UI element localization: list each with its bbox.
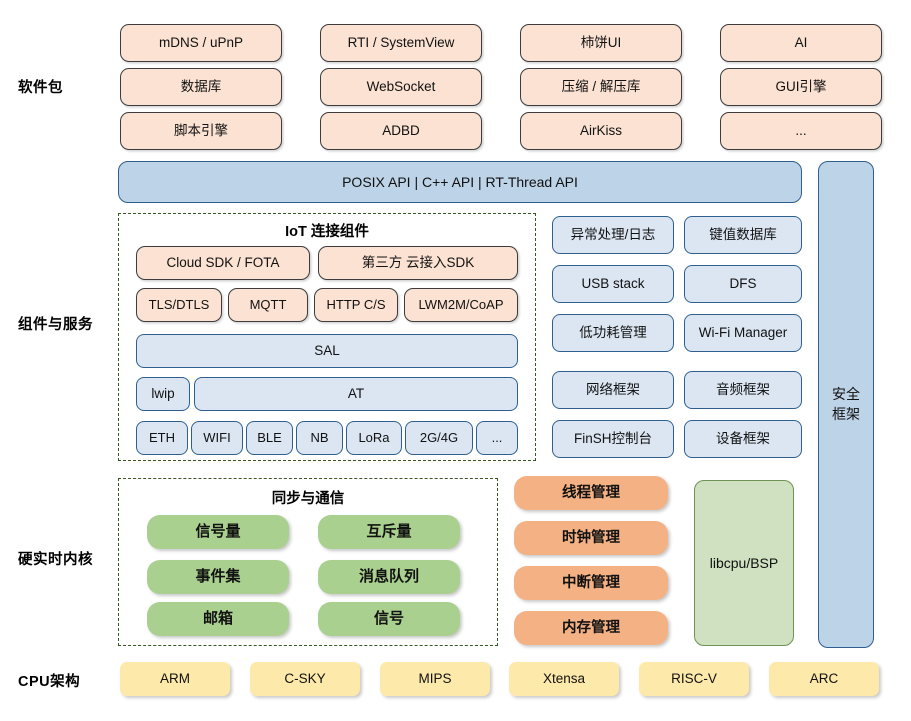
sync-communication-group-frame: [118, 478, 498, 646]
cpu-arch-box[interactable]: MIPS: [380, 662, 490, 696]
kernel-management-box[interactable]: 时钟管理: [514, 521, 668, 555]
iot-link-box[interactable]: WIFI: [191, 421, 243, 455]
kernel-ipc-box[interactable]: 互斥量: [318, 515, 460, 549]
row-label-components-services: 组件与服务: [18, 317, 93, 333]
component-box[interactable]: 低功耗管理: [552, 314, 674, 352]
iot-link-box[interactable]: ETH: [136, 421, 188, 455]
iot-connect-group-frame: [118, 213, 536, 461]
iot-sal-box[interactable]: SAL: [136, 334, 518, 368]
software-package-box[interactable]: AirKiss: [520, 112, 682, 150]
iot-link-box[interactable]: NB: [296, 421, 343, 455]
kernel-ipc-box[interactable]: 信号: [318, 602, 460, 636]
iot-link-box[interactable]: BLE: [246, 421, 293, 455]
software-package-box[interactable]: 压缩 / 解压库: [520, 68, 682, 106]
iot-lwip-box[interactable]: lwip: [136, 377, 190, 411]
component-box[interactable]: 网络框架: [552, 371, 674, 409]
kernel-management-box[interactable]: 中断管理: [514, 566, 668, 600]
row-label-cpu-architecture: CPU架构: [18, 674, 81, 690]
component-box[interactable]: FinSH控制台: [552, 420, 674, 458]
iot-protocol-box[interactable]: MQTT: [228, 288, 308, 322]
component-box[interactable]: Wi-Fi Manager: [684, 314, 802, 352]
cpu-arch-box[interactable]: C-SKY: [250, 662, 360, 696]
iot-protocol-box[interactable]: TLS/DTLS: [136, 288, 222, 322]
cpu-arch-box[interactable]: ARM: [120, 662, 230, 696]
security-framework-label-line2: 框架: [832, 405, 860, 422]
row-label-software-package: 软件包: [18, 80, 63, 96]
kernel-management-box[interactable]: 线程管理: [514, 476, 668, 510]
row-label-hard-realtime-kernel: 硬实时内核: [18, 552, 93, 568]
kernel-ipc-box[interactable]: 事件集: [147, 560, 289, 594]
software-package-box[interactable]: RTI / SystemView: [320, 24, 482, 62]
iot-connect-group-title: IoT 连接组件: [285, 224, 369, 240]
iot-link-box[interactable]: ...: [476, 421, 518, 455]
software-package-box[interactable]: ...: [720, 112, 882, 150]
software-package-box[interactable]: 数据库: [120, 68, 282, 106]
kernel-ipc-box[interactable]: 邮箱: [147, 602, 289, 636]
iot-link-box[interactable]: 2G/4G: [405, 421, 473, 455]
component-box[interactable]: DFS: [684, 265, 802, 303]
libcpu-bsp-box[interactable]: libcpu/BSP: [694, 480, 794, 646]
cpu-arch-box[interactable]: RISC-V: [639, 662, 749, 696]
software-package-box[interactable]: 脚本引擎: [120, 112, 282, 150]
software-package-box[interactable]: GUI引擎: [720, 68, 882, 106]
component-box[interactable]: 设备框架: [684, 420, 802, 458]
software-package-box[interactable]: 柿饼UI: [520, 24, 682, 62]
security-framework-bar: 安全 框架: [818, 161, 874, 648]
security-framework-label-line1: 安全: [832, 385, 860, 402]
software-package-box[interactable]: ADBD: [320, 112, 482, 150]
kernel-ipc-box[interactable]: 消息队列: [318, 560, 460, 594]
api-bar: POSIX API | C++ API | RT-Thread API: [118, 161, 802, 203]
iot-link-box[interactable]: LoRa: [346, 421, 402, 455]
iot-protocol-box[interactable]: LWM2M/CoAP: [404, 288, 518, 322]
kernel-ipc-box[interactable]: 信号量: [147, 515, 289, 549]
component-box[interactable]: USB stack: [552, 265, 674, 303]
iot-sdk-box[interactable]: Cloud SDK / FOTA: [136, 246, 310, 280]
kernel-management-box[interactable]: 内存管理: [514, 611, 668, 645]
component-box[interactable]: 异常处理/日志: [552, 216, 674, 254]
iot-sdk-box[interactable]: 第三方 云接入SDK: [318, 246, 518, 280]
cpu-arch-box[interactable]: Xtensa: [509, 662, 619, 696]
component-box[interactable]: 音频框架: [684, 371, 802, 409]
software-package-box[interactable]: mDNS / uPnP: [120, 24, 282, 62]
software-package-box[interactable]: AI: [720, 24, 882, 62]
component-box[interactable]: 键值数据库: [684, 216, 802, 254]
cpu-arch-box[interactable]: ARC: [769, 662, 879, 696]
iot-at-box[interactable]: AT: [194, 377, 518, 411]
iot-protocol-box[interactable]: HTTP C/S: [314, 288, 398, 322]
software-package-box[interactable]: WebSocket: [320, 68, 482, 106]
sync-communication-group-title: 同步与通信: [271, 491, 345, 507]
